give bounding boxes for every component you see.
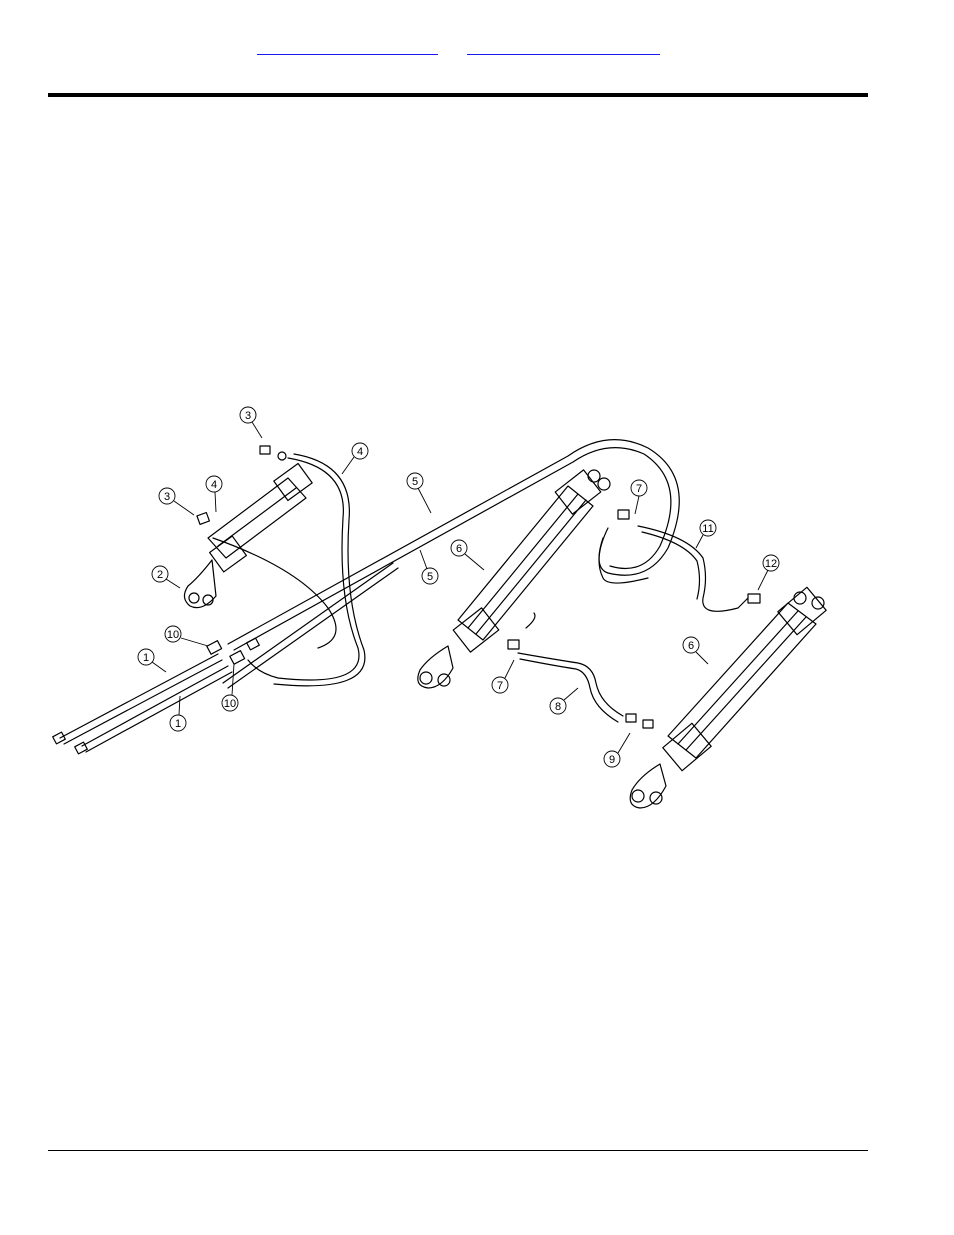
callout-label: 4: [211, 479, 217, 491]
callout-label: 3: [164, 491, 170, 503]
diagram-svg: 3 4 3 4 5 5 6 2 7 11 12 10 1 1 10 7 6 8 …: [48, 398, 830, 818]
header-rule: [48, 93, 868, 97]
callout-label: 1: [143, 652, 149, 664]
callout-label: 3: [245, 410, 251, 422]
hydraulic-parts-diagram: 3 4 3 4 5 5 6 2 7 11 12 10 1 1 10 7 6 8 …: [48, 398, 830, 818]
footer-rule: [48, 1150, 868, 1151]
callout-label: 6: [456, 543, 462, 555]
callout-label: 7: [497, 680, 503, 692]
callout-label: 5: [412, 476, 418, 488]
nav-link-2[interactable]: [467, 40, 660, 55]
callout-label: 2: [157, 569, 163, 581]
callout-label: 6: [688, 640, 694, 652]
callout-label: 8: [555, 701, 561, 713]
callout-label: 11: [702, 523, 713, 535]
nav-link-1[interactable]: [257, 40, 438, 55]
callout-label: 5: [427, 571, 433, 583]
callout-label: 12: [765, 558, 777, 570]
callout-label: 4: [357, 446, 363, 458]
callout-label: 9: [609, 754, 615, 766]
callout-label: 1: [175, 718, 181, 730]
callout-label: 7: [636, 483, 642, 495]
callout-label: 10: [167, 629, 179, 641]
callout-label: 10: [224, 698, 236, 710]
